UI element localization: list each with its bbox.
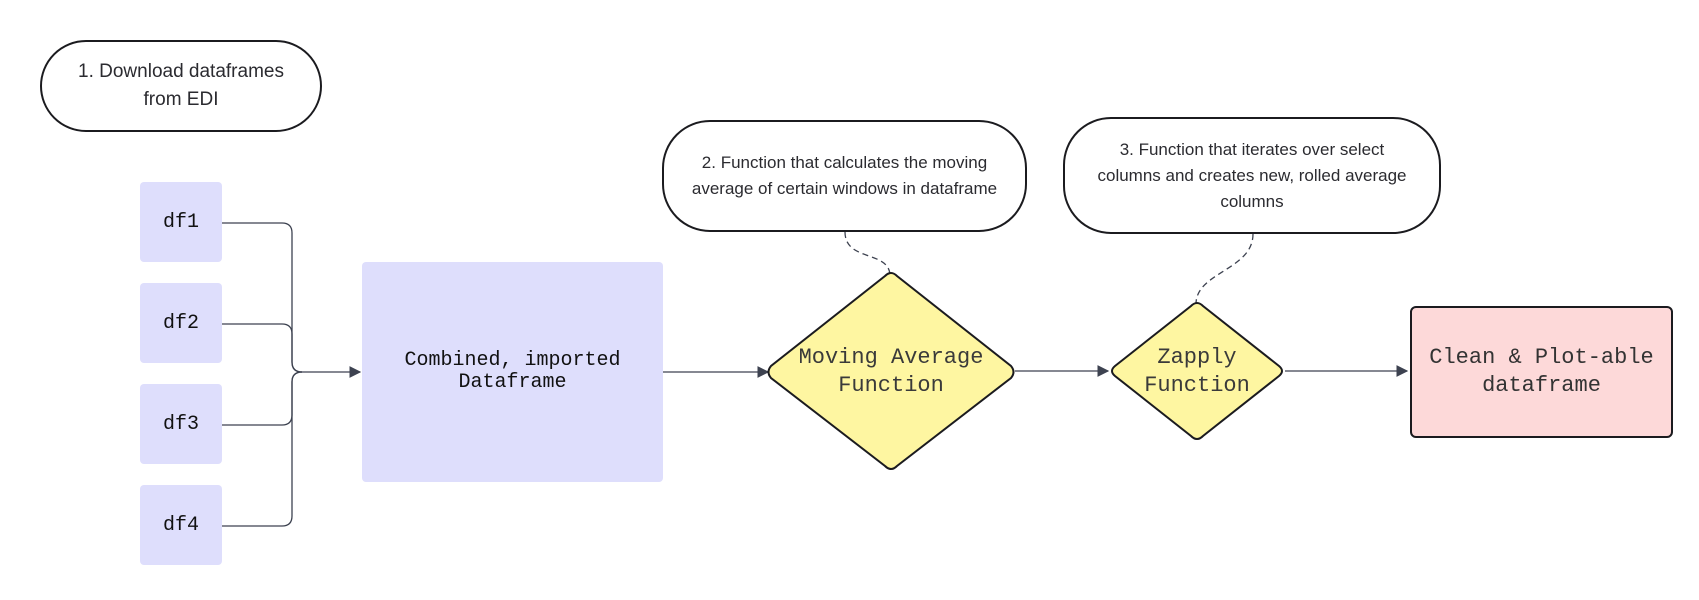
note-zapply: 3. Function that iterates over select co… <box>1063 117 1441 234</box>
note-moving-average: 2. Function that calculates the moving a… <box>662 120 1027 232</box>
note-download: 1. Download dataframes from EDI <box>40 40 322 132</box>
input-df2: df2 <box>140 283 222 363</box>
connector-df1 <box>222 222 303 373</box>
input-df3: df3 <box>140 384 222 464</box>
connector-df2 <box>222 323 303 373</box>
connector-df3 <box>222 371 303 426</box>
zapply-diamond <box>1111 302 1283 440</box>
zapply-label: Zapply Function <box>1144 345 1250 398</box>
connector-df4 <box>222 371 303 527</box>
annotation-link-zapply <box>1195 233 1254 305</box>
output-clean-dataframe: Clean & Plot-able dataframe <box>1410 306 1673 438</box>
moving-average-diamond <box>767 272 1015 470</box>
input-df1: df1 <box>140 182 222 262</box>
input-df4: df4 <box>140 485 222 565</box>
annotation-link-moving-average <box>844 231 891 277</box>
moving-average-label: Moving Average Function <box>798 345 984 398</box>
combined-dataframe: Combined, imported Dataframe <box>362 262 663 482</box>
